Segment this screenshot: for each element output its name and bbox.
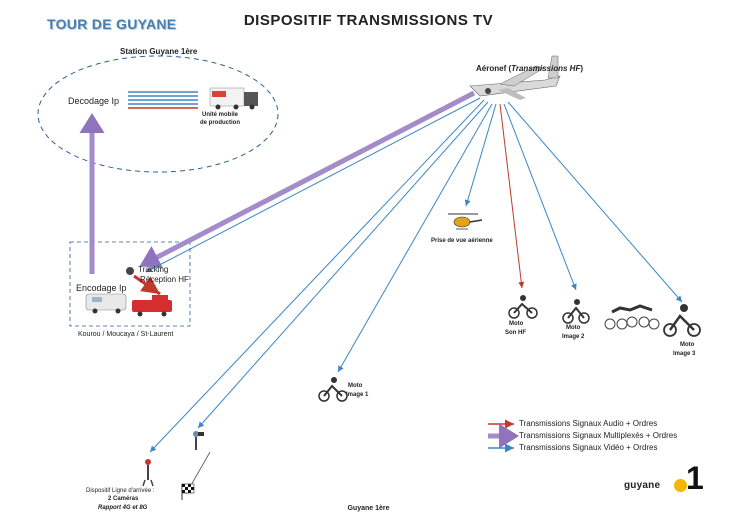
finish-report-label: Rapport 4G et 8G [98, 505, 148, 511]
tracking-vehicle-icon [126, 267, 172, 317]
aerial-shot-label: Prise de vue aérienne [431, 238, 493, 244]
cyclists-peloton-icon [604, 304, 660, 330]
moto-image-1-icon [318, 377, 348, 402]
signal-lines-icon [128, 91, 198, 109]
tour-title: TOUR DE GUYANE [47, 16, 177, 32]
production-truck-icon [209, 87, 258, 110]
decodage-label: Decodage Ip [68, 96, 120, 106]
logo-text: guyane [624, 480, 661, 491]
moto-image-3-label: Moto [680, 342, 695, 348]
page-title: DISPOSITIF TRANSMISSIONS TV [243, 12, 494, 29]
moto-image-2-label: Moto [566, 325, 581, 331]
tracking-arrow-icon [133, 274, 161, 296]
moto-image-3-icon [663, 304, 701, 337]
finish-cameras-label: 2 Caméras [108, 496, 139, 502]
checkered-flag-icon [181, 483, 195, 500]
moto-son-sub-label: Son HF [505, 330, 526, 336]
station-label: Station Guyane 1ère [120, 47, 198, 56]
logo-number: 1 [686, 460, 704, 496]
legend-video-label: Transmissions Signaux Vidéo + Ordres [519, 443, 658, 452]
aircraft-label-prefix: Aéronef ( [476, 64, 512, 73]
finish-cameraman-2-icon [193, 431, 204, 450]
moto-image-1-sub-label: Image 1 [346, 392, 369, 398]
production-label: de production [200, 120, 240, 126]
locations-label: Kourou / Moucaya / St-Laurent [78, 331, 174, 338]
legend-multiplex-label: Transmissions Signaux Multiplexés + Ordr… [519, 431, 678, 440]
moto-image-2-sub-label: Image 2 [562, 334, 585, 340]
reception-label: Réception HF [140, 275, 189, 284]
video-link-finish-2 [197, 101, 489, 429]
finish-cameraman-1-icon [142, 459, 154, 487]
audio-link-moto-son [499, 103, 525, 289]
logo-dot-icon [674, 479, 687, 492]
ground-station-boundary [69, 241, 191, 327]
encodage-label: Encodage Ip [76, 283, 127, 293]
video-link-moto-3 [507, 101, 683, 303]
moto-son-icon [508, 295, 538, 319]
aircraft-icon [469, 55, 561, 100]
aircraft-label-italic: Transmissions HF [511, 64, 581, 73]
legend-audio-label: Transmissions Signaux Audio + Ordres [519, 419, 658, 428]
video-link-moto-2 [503, 103, 577, 291]
video-link-finish-1 [149, 99, 485, 453]
helicopter-icon [448, 213, 483, 230]
finish-setup-label: Dispositif Ligne d'arrivée : [86, 488, 155, 494]
moto-son-label: Moto [509, 321, 524, 327]
aircraft-label-suffix: ) [580, 64, 584, 73]
moto-image-3-sub-label: Image 3 [673, 351, 696, 357]
station-boundary [37, 55, 279, 173]
moto-image-1-label: Moto [348, 383, 363, 389]
ground-van-icon [85, 293, 127, 314]
video-link-aerial [464, 103, 497, 207]
video-link-moto-1 [337, 103, 493, 373]
multiplex-downlink-arrow [139, 90, 476, 269]
unite-mobile-label: Unité mobile [202, 112, 239, 118]
tracking-label: Tracking [138, 265, 169, 274]
footer-label: Guyane 1ère [347, 505, 390, 512]
aircraft-label: Aéronef (Transmissions HF) [476, 64, 583, 73]
video-link-tracking [145, 97, 481, 273]
moto-image-2-icon [562, 299, 590, 324]
